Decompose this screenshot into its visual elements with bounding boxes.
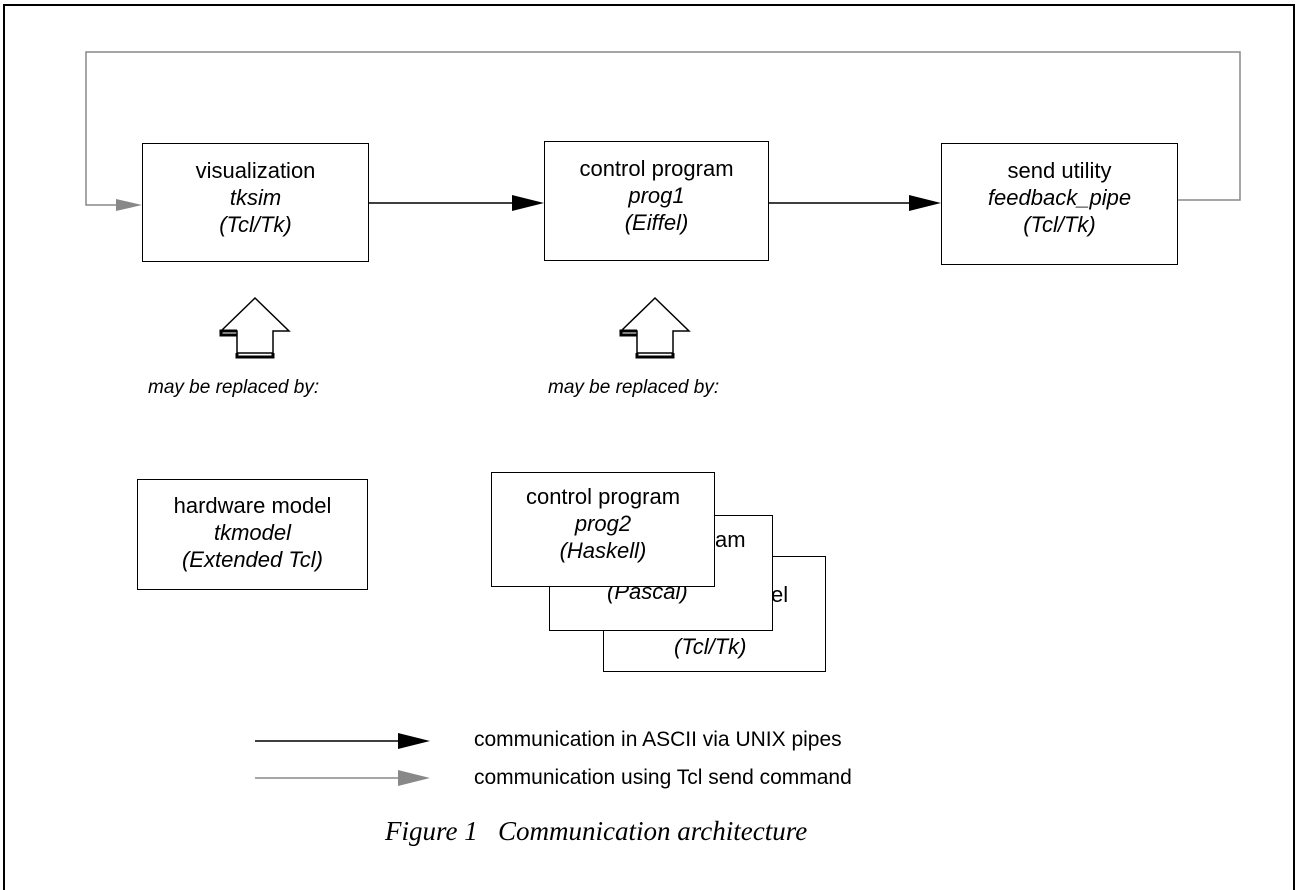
box-language: (Tcl/Tk) — [674, 634, 747, 659]
legend-pipe-line — [255, 733, 430, 749]
box-title: send utility — [1007, 158, 1112, 183]
hardware-model-box: hardware model tkmodel (Extended Tcl) — [137, 479, 368, 590]
replace-note-left: may be replaced by: — [148, 377, 320, 398]
box-program: feedback_pipe — [987, 185, 1132, 210]
figure-frame — [3, 4, 1295, 890]
control-program-box: control program prog1 (Eiffel) — [544, 141, 769, 261]
figure-caption: Figure 1 Communication architecture — [385, 816, 808, 846]
visualization-box: visualization tksim (Tcl/Tk) — [142, 143, 369, 262]
legend-pipes-label: communication in ASCII via UNIX pipes — [474, 728, 842, 751]
pipe-arrow-viz-to-control — [369, 195, 544, 211]
box-program: prog2 — [574, 511, 632, 536]
box-title: visualization — [195, 158, 316, 183]
box-language: (Tcl/Tk) — [1023, 212, 1096, 237]
box-language: (Haskell) — [559, 538, 647, 563]
alternative-front-box: control program prog2 (Haskell) — [491, 472, 715, 587]
box-title: hardware model — [173, 493, 332, 518]
send-arrowhead — [116, 199, 142, 211]
box-language: (Eiffel) — [624, 210, 689, 235]
legend-send-label: communication using Tcl send command — [474, 766, 852, 789]
pipe-arrow-control-to-send — [768, 195, 941, 211]
box-title: control program — [579, 156, 734, 181]
send-feedback-loop — [85, 51, 1241, 211]
box-program: prog1 — [628, 183, 685, 208]
box-partial-title: am — [715, 527, 746, 552]
replace-arrow-left-icon — [219, 296, 291, 359]
replace-arrow-middle-icon — [619, 296, 691, 359]
box-program: tkmodel — [213, 520, 292, 545]
box-partial-title: el — [771, 582, 789, 607]
box-title: control program — [525, 484, 681, 509]
replace-note-middle: may be replaced by: — [548, 377, 720, 398]
box-language: (Tcl/Tk) — [219, 212, 292, 237]
legend-send-line — [255, 770, 430, 786]
box-language: (Extended Tcl) — [181, 547, 324, 572]
send-utility-box: send utility feedback_pipe (Tcl/Tk) — [941, 143, 1178, 265]
box-program: tksim — [229, 185, 282, 210]
